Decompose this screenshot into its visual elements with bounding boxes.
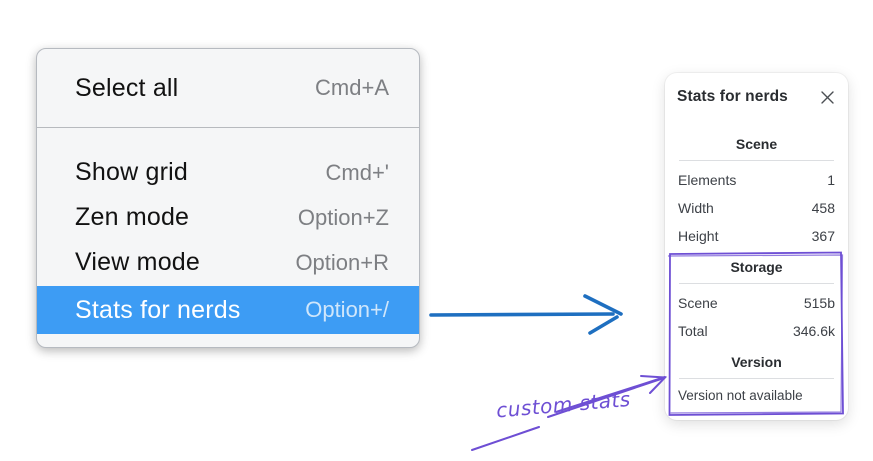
menu-item-shortcut: Option+R	[295, 249, 389, 275]
section-divider	[679, 378, 834, 379]
stat-value: 367	[811, 228, 835, 244]
blue-arrow	[429, 294, 623, 335]
context-menu: Select all Cmd+A Show grid Cmd+' Zen mod…	[36, 48, 420, 348]
stat-row-total-storage: Total 346.6k	[677, 317, 836, 345]
stats-panel-title: Stats for nerds	[677, 88, 788, 105]
close-button[interactable]	[818, 88, 836, 106]
stat-label: Width	[678, 200, 714, 216]
menu-item-shortcut: Cmd+A	[315, 75, 389, 100]
stat-value: 458	[811, 200, 835, 216]
stat-value: 515b	[803, 295, 835, 311]
section-heading-storage: Storage	[730, 259, 783, 275]
menu-group: Show grid Cmd+' Zen mode Option+Z View m…	[37, 128, 419, 334]
stat-value: 346.6k	[792, 323, 835, 339]
stat-row-width: Width 458	[677, 194, 836, 222]
section-divider	[679, 283, 834, 284]
menu-item-label: Stats for nerds	[75, 295, 241, 324]
menu-item-select-all[interactable]: Select all Cmd+A	[37, 49, 419, 127]
close-icon	[820, 90, 834, 104]
menu-item-label: Zen mode	[75, 203, 190, 231]
stat-label: Height	[678, 228, 719, 244]
menu-item-label: View mode	[75, 248, 201, 276]
section-divider	[679, 160, 834, 161]
stat-value: 1	[827, 172, 835, 188]
stat-row-elements: Elements 1	[677, 166, 836, 194]
menu-item-show-grid[interactable]: Show grid Cmd+'	[37, 150, 419, 195]
stat-label: Elements	[678, 172, 737, 188]
menu-item-shortcut: Option+/	[305, 297, 389, 322]
menu-item-zen-mode[interactable]: Zen mode Option+Z	[37, 195, 419, 240]
stat-row-height: Height 367	[677, 222, 836, 250]
section-heading-version: Version	[731, 354, 782, 370]
stat-label: Scene	[678, 295, 718, 311]
stats-panel-header: Stats for nerds	[677, 86, 836, 108]
menu-item-stats-for-nerds[interactable]: Stats for nerds Option+/	[37, 286, 419, 334]
section-heading-scene: Scene	[735, 136, 778, 152]
stats-panel: Stats for nerds Scene Elements 1 Width 4…	[665, 73, 848, 420]
menu-divider	[37, 127, 419, 128]
stat-label: Total	[678, 323, 708, 339]
stat-row-scene-storage: Scene 515b	[677, 289, 836, 317]
menu-item-view-mode[interactable]: View mode Option+R	[37, 240, 419, 285]
annotation-custom-stats-text: custom stats	[495, 386, 632, 423]
menu-item-label: Show grid	[75, 158, 188, 186]
version-note: Version not available	[678, 388, 803, 403]
purple-underline-stroke	[471, 426, 540, 451]
menu-item-shortcut: Option+Z	[297, 204, 389, 230]
menu-item-shortcut: Cmd+'	[325, 159, 390, 185]
menu-item-label: Select all	[75, 73, 179, 102]
